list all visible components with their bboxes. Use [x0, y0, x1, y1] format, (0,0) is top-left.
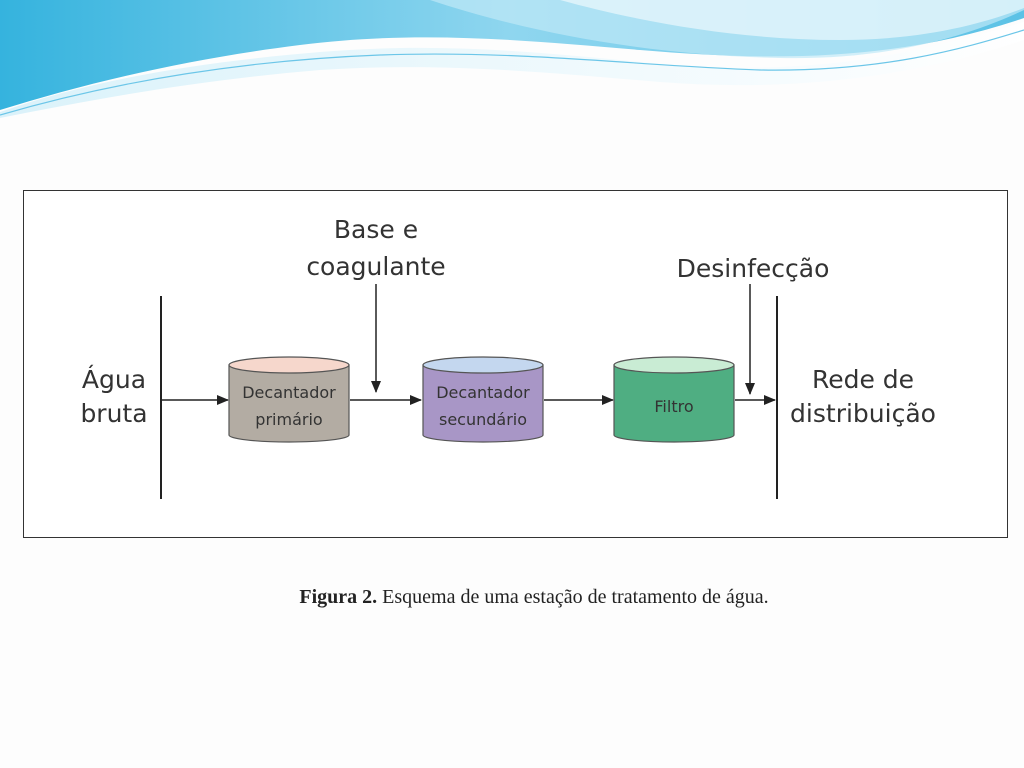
figure-frame: Decantador primário Decantador secundári… — [23, 190, 1008, 538]
output-label-line2: distribuição — [790, 399, 936, 428]
figure-number: Figura 2. — [299, 586, 378, 608]
tank3-label: Filtro — [654, 397, 693, 416]
disinfection-label: Desinfecção — [677, 254, 830, 283]
tank2-label-line1: Decantador — [436, 383, 530, 402]
tank1-label-line1: Decantador — [242, 383, 336, 402]
tank-secondary-settler: Decantador secundário — [422, 356, 544, 443]
tank2-label-line2: secundário — [439, 410, 527, 429]
tank1-label-line2: primário — [255, 410, 322, 429]
additive-label-line1: Base e — [334, 215, 418, 244]
water-treatment-diagram: Decantador primário Decantador secundári… — [80, 215, 936, 499]
tank-primary-settler: Decantador primário — [228, 356, 350, 443]
caption-text: Esquema de uma estação de tratamento de … — [382, 586, 769, 608]
output-label-line1: Rede de — [812, 365, 914, 394]
tank-filter: Filtro — [613, 356, 735, 443]
input-label-line2: bruta — [80, 399, 147, 428]
additive-label-line2: coagulante — [306, 252, 445, 281]
figure-caption: Figura 2. Esquema de uma estação de trat… — [0, 586, 1024, 609]
header-wave-decoration — [0, 0, 1024, 118]
input-label-line1: Água — [82, 365, 146, 394]
